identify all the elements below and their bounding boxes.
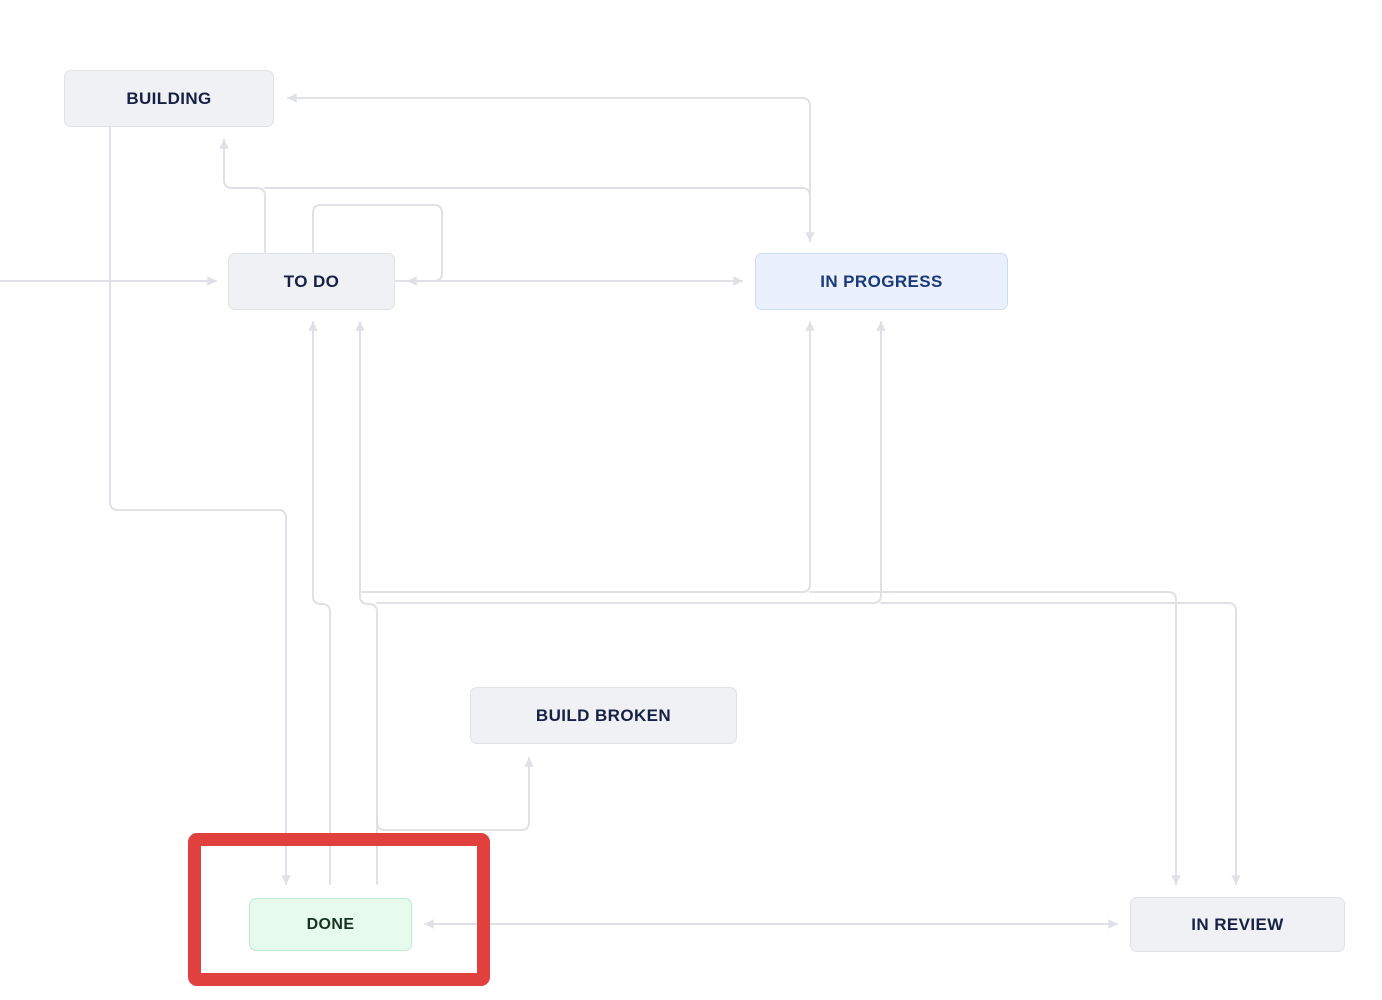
status-node-in-progress[interactable]: IN PROGRESS	[755, 253, 1008, 310]
edge-building-to-done	[109, 127, 291, 885]
edge-done-to-in-progress	[359, 321, 815, 593]
status-node-done[interactable]: DONE	[249, 898, 412, 951]
status-node-building-label: BUILDING	[126, 88, 212, 108]
status-node-todo-label: TO DO	[283, 271, 340, 291]
edge-todo-to-building	[219, 139, 266, 253]
status-node-build-broken-label: BUILD BROKEN	[535, 705, 672, 725]
status-node-building[interactable]: BUILDING	[64, 70, 274, 127]
edge-in-progress-to-building	[287, 93, 811, 242]
status-node-in-progress-label: IN PROGRESS	[820, 271, 943, 291]
edge-in-review-to-todo	[355, 321, 378, 885]
edge-in-review-to-in-progress	[376, 321, 886, 604]
edge-in-progress-to-todo	[312, 204, 443, 286]
status-node-build-broken[interactable]: BUILD BROKEN	[470, 687, 737, 744]
edge-done-to-build-broken	[376, 757, 534, 831]
status-node-todo[interactable]: TO DO	[228, 253, 395, 310]
status-node-done-label: DONE	[306, 915, 355, 933]
edge-done-to-todo	[308, 321, 331, 885]
edge-todo-to-in-review	[880, 602, 1241, 885]
edge-in-progress-to-building-lower-link	[264, 187, 815, 242]
status-node-in-review[interactable]: IN REVIEW	[1130, 897, 1345, 952]
edge-in-progress-to-in-review	[809, 591, 1181, 885]
status-node-in-review-label: IN REVIEW	[1191, 914, 1284, 934]
